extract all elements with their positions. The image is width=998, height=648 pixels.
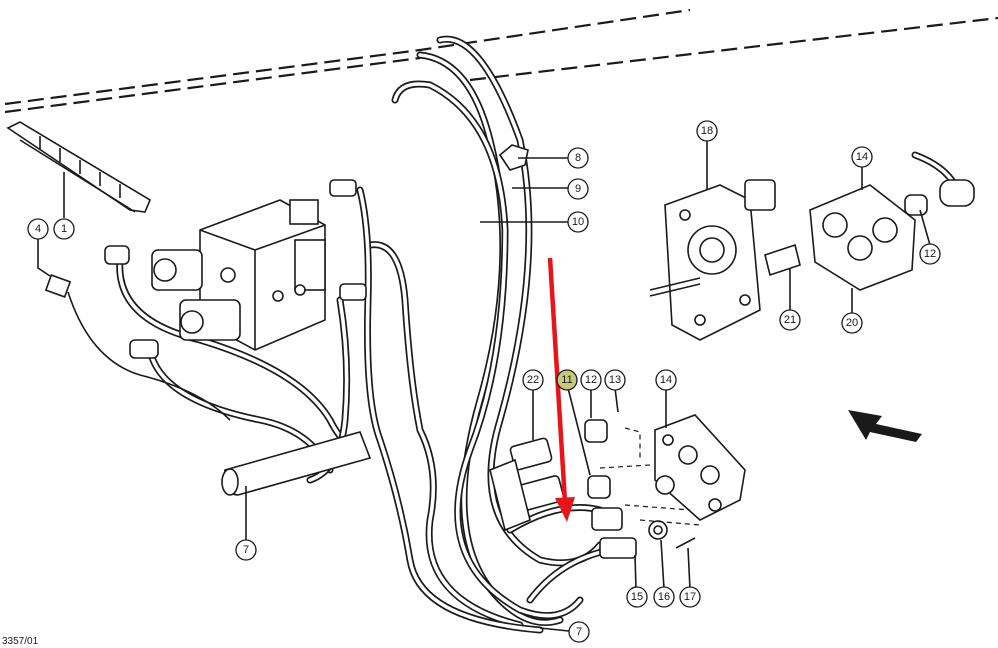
callout-4: 4 bbox=[27, 218, 49, 240]
sensor-plug bbox=[44, 274, 231, 421]
svg-text:17: 17 bbox=[684, 591, 696, 603]
svg-text:7: 7 bbox=[243, 544, 249, 556]
callout-7-left: 7 bbox=[235, 539, 257, 561]
svg-text:1: 1 bbox=[61, 223, 67, 235]
rail-bracket bbox=[6, 121, 152, 213]
callout-10: 10 bbox=[567, 211, 589, 233]
svg-text:7: 7 bbox=[576, 626, 582, 638]
callout-16: 16 bbox=[653, 586, 675, 608]
hydraulic-fittings bbox=[489, 419, 701, 559]
callout-21: 21 bbox=[779, 309, 801, 331]
svg-text:10: 10 bbox=[572, 216, 584, 228]
callout-22: 22 bbox=[522, 369, 544, 391]
svg-text:18: 18 bbox=[701, 125, 713, 137]
callout-17: 17 bbox=[679, 586, 701, 608]
callout-20: 20 bbox=[841, 312, 863, 334]
callout-1: 1 bbox=[53, 218, 75, 240]
svg-text:15: 15 bbox=[631, 591, 643, 603]
leader-lines bbox=[37, 140, 931, 633]
svg-text:16: 16 bbox=[658, 591, 670, 603]
callout-18: 18 bbox=[696, 120, 718, 142]
manifold-tube bbox=[221, 431, 372, 496]
distributor-plate bbox=[649, 179, 776, 341]
svg-text:20: 20 bbox=[846, 317, 858, 329]
body-outline bbox=[4, 8, 998, 114]
callout-11: 11 bbox=[556, 369, 578, 391]
svg-text:21: 21 bbox=[784, 314, 796, 326]
callout-9: 9 bbox=[567, 178, 589, 200]
svg-text:13: 13 bbox=[609, 374, 621, 386]
svg-text:12: 12 bbox=[585, 374, 597, 386]
svg-text:14: 14 bbox=[856, 151, 868, 163]
svg-text:9: 9 bbox=[575, 183, 581, 195]
callout-12-lower: 12 bbox=[580, 369, 602, 391]
valve-block bbox=[104, 179, 367, 359]
svg-text:22: 22 bbox=[527, 374, 539, 386]
svg-text:8: 8 bbox=[575, 152, 581, 164]
hose-bundle-left bbox=[391, 35, 604, 626]
callout-15: 15 bbox=[626, 586, 648, 608]
callout-14-upper: 14 bbox=[851, 146, 873, 168]
callout-12-upper: 12 bbox=[919, 243, 941, 265]
callout-13: 13 bbox=[604, 369, 626, 391]
callout-8: 8 bbox=[567, 147, 589, 169]
callout-14-lower: 14 bbox=[655, 369, 677, 391]
svg-text:14: 14 bbox=[660, 374, 672, 386]
callout-7-bottom: 7 bbox=[568, 621, 590, 643]
svg-text:11: 11 bbox=[561, 374, 572, 386]
svg-text:4: 4 bbox=[35, 223, 41, 235]
coupling-housing bbox=[764, 151, 975, 291]
svg-text:12: 12 bbox=[924, 248, 936, 260]
direction-arrow-icon bbox=[848, 410, 922, 442]
coupling-plate-lower bbox=[654, 414, 746, 521]
diagram-reference-number: 3357/01 bbox=[2, 636, 39, 647]
